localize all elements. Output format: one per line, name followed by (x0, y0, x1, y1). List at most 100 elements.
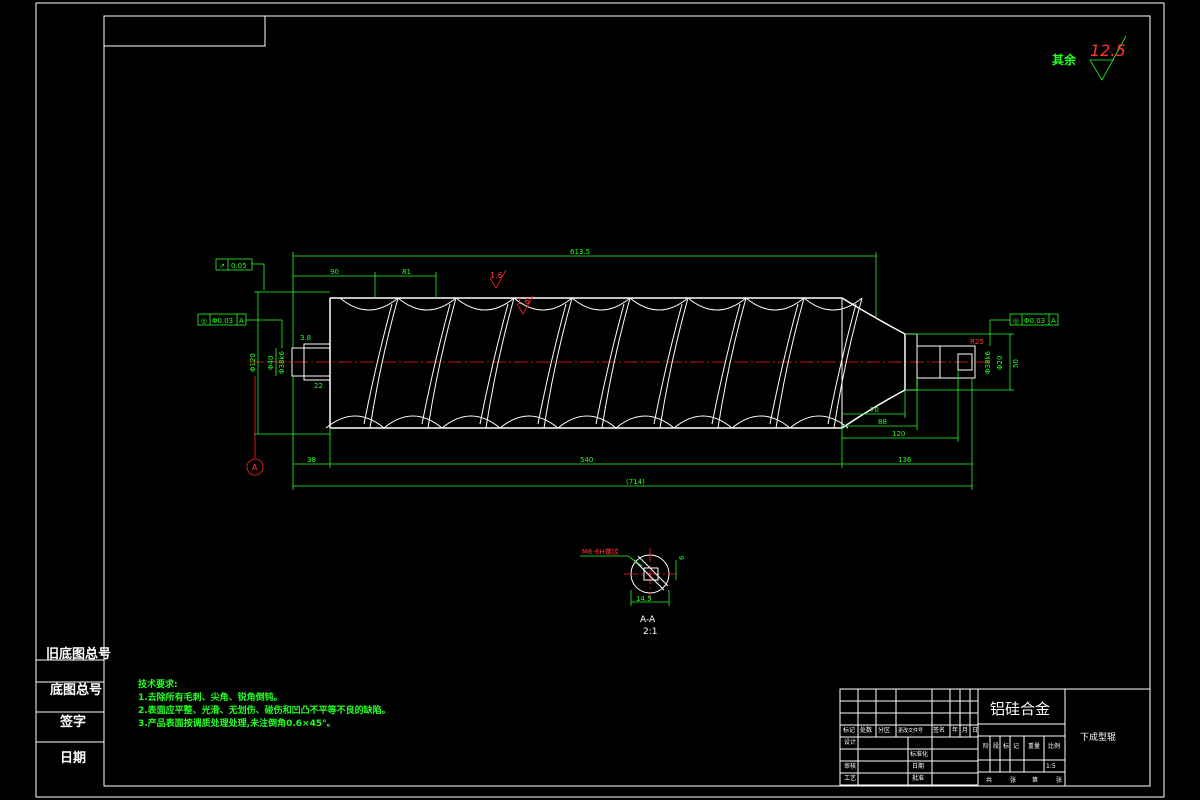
tb-header-1: 处数 (860, 726, 872, 734)
roughness-label: 其余 (1052, 52, 1077, 67)
groove-bottom-scallop (789, 415, 849, 429)
tb-header-7: 日 (972, 727, 978, 734)
title-material: 铝硅合金 (990, 700, 1050, 718)
helix-line (595, 303, 625, 425)
notes-item-2: 2.表面应平整、光滑、无划伤、碰伤和凹凸不平等不良的缺陷。 (138, 704, 391, 716)
tolerance-frame-left-top: ↗ 0.05 (215, 258, 265, 290)
dim-phi38k6-right: Φ38k6 (984, 351, 992, 374)
helix-line (427, 297, 457, 429)
helix-line (827, 303, 857, 425)
dim-3-8: 3.8 (300, 334, 311, 342)
dim-136: 136 (898, 456, 912, 464)
groove-top-scallop (571, 297, 631, 311)
helix-line (659, 297, 689, 429)
tol-left-value: Φ0.03 (212, 317, 233, 325)
helix-line (769, 303, 799, 425)
dim-120: 120 (892, 430, 905, 438)
tb-header-5: 年 (952, 726, 958, 734)
dim-88: 88 (878, 418, 887, 426)
tb-row-review: 审核 (844, 762, 856, 770)
technical-notes: 技术要求: 1.去除所有毛刺、尖角、锐角倒钝。 2.表面应平整、光滑、无划伤、碰… (138, 678, 391, 729)
dim-81: 81 (402, 268, 411, 276)
notes-item-1: 1.去除所有毛刺、尖角、锐角倒钝。 (138, 691, 283, 703)
dim-70: 70 (870, 406, 879, 414)
tol-right-datum: A (1051, 317, 1056, 325)
section-name: A-A (640, 615, 656, 625)
tol-left-symbol: ◎ (201, 317, 207, 325)
roughness-value: 12.5 (1090, 41, 1126, 60)
tol-left-top-value: 0.05 (231, 262, 247, 270)
groove-bottom-scallop (615, 415, 675, 429)
helix-line (479, 303, 509, 425)
notes-heading: 技术要求: (138, 678, 178, 690)
tb-sheet-3: 张 (1056, 776, 1062, 784)
groove-bottom-scallop (557, 415, 617, 429)
roughness-symbol: 其余 12.5 (1052, 35, 1127, 81)
tol-left-top-symbol: ↗ (219, 262, 225, 270)
groove-top-scallop (629, 297, 689, 311)
section-thread-label: M6-6H螺纹 (582, 547, 619, 556)
tolerance-frame-left: ◎ Φ0.03 A (197, 313, 283, 348)
inner-frame (103, 15, 1151, 787)
side-label-signature: 签字 (59, 714, 86, 730)
groove-top-scallop (687, 297, 747, 311)
roller-shaft (291, 297, 976, 429)
tb-mid-standard: 标准化 (910, 750, 928, 758)
groove-bottom-scallop (441, 415, 501, 429)
tb-stage-0: 阶 (983, 742, 989, 750)
roughness-mark-b: 1.6 (517, 297, 530, 306)
groove-bottom-scallop (383, 415, 443, 429)
dim-phi120: Φ120 (249, 353, 257, 372)
helix-line (369, 297, 399, 429)
groove-top-scallop (339, 297, 399, 311)
tb-header-2: 分区 (878, 726, 890, 734)
tol-right-value: Φ0.03 (1024, 317, 1045, 325)
tb-row-design: 设计 (844, 738, 856, 746)
tb-stage-1: 段 (993, 742, 999, 750)
spiral-grooves (325, 297, 863, 429)
tb-stage-2: 标 (1003, 742, 1009, 750)
notes-item-3: 3.产品表面按调质处理处理,未注倒角0.6×45°。 (138, 717, 336, 729)
helix-line (653, 303, 683, 425)
helix-line (775, 297, 805, 429)
tb-header-0: 标记 (843, 726, 855, 734)
dim-phi20: Φ20 (996, 356, 1004, 370)
groove-bottom-scallop (731, 415, 791, 429)
tb-stage-scale: 比例 (1048, 742, 1060, 750)
helix-line (537, 303, 567, 425)
groove-top-scallop (455, 297, 515, 311)
tb-stage-weight: 重量 (1028, 742, 1040, 750)
side-label-drawing: 底图总号 (50, 682, 102, 698)
dim-90: 90 (330, 268, 339, 276)
side-label-old-drawing: 旧底图总号 (46, 646, 111, 662)
title-block: 铝硅合金 下成型辊 标记 处数 分区 更改文件号 签名 年 月 日 设计 审核 … (839, 688, 1151, 787)
tb-header-4: 签名 (933, 726, 945, 734)
helix-line (601, 297, 631, 429)
section-dim-6: 6 (678, 555, 686, 560)
tb-sheet-1: 张 (1010, 776, 1016, 784)
section-dim-14-5: 14.5 (636, 595, 652, 603)
helix-line (717, 297, 747, 429)
tb-stage-3: 记 (1013, 743, 1019, 750)
dim-overall-top: 613.5 (570, 248, 590, 256)
helix-line (711, 303, 741, 425)
dim-540: 540 (580, 456, 593, 464)
tb-mid-date: 日期 (912, 762, 924, 770)
tb-mid-approve: 批准 (912, 774, 924, 782)
dim-phi40: Φ40 (267, 356, 275, 370)
tb-sheet-0: 共 (986, 776, 992, 784)
side-label-date: 日期 (60, 751, 86, 766)
dim-total: (714) (626, 478, 645, 486)
datum-a-label: A (252, 463, 258, 472)
section-a-a: M6-6H螺纹 14.5 6 A-A 2:1 (580, 547, 686, 637)
tolerance-frame-right: ◎ Φ0.03 A (989, 313, 1059, 346)
dim-r-small: R25 (970, 338, 984, 346)
title-part-name: 下成型辊 (1080, 731, 1116, 743)
helix-line (421, 303, 451, 425)
tb-scale-value: 1:5 (1046, 763, 1056, 770)
groove-bottom-scallop (325, 415, 385, 429)
tol-right-symbol: ◎ (1013, 317, 1019, 325)
roughness-mark-a: 1.6 (490, 271, 503, 280)
datum-a-marker: A (246, 376, 264, 476)
